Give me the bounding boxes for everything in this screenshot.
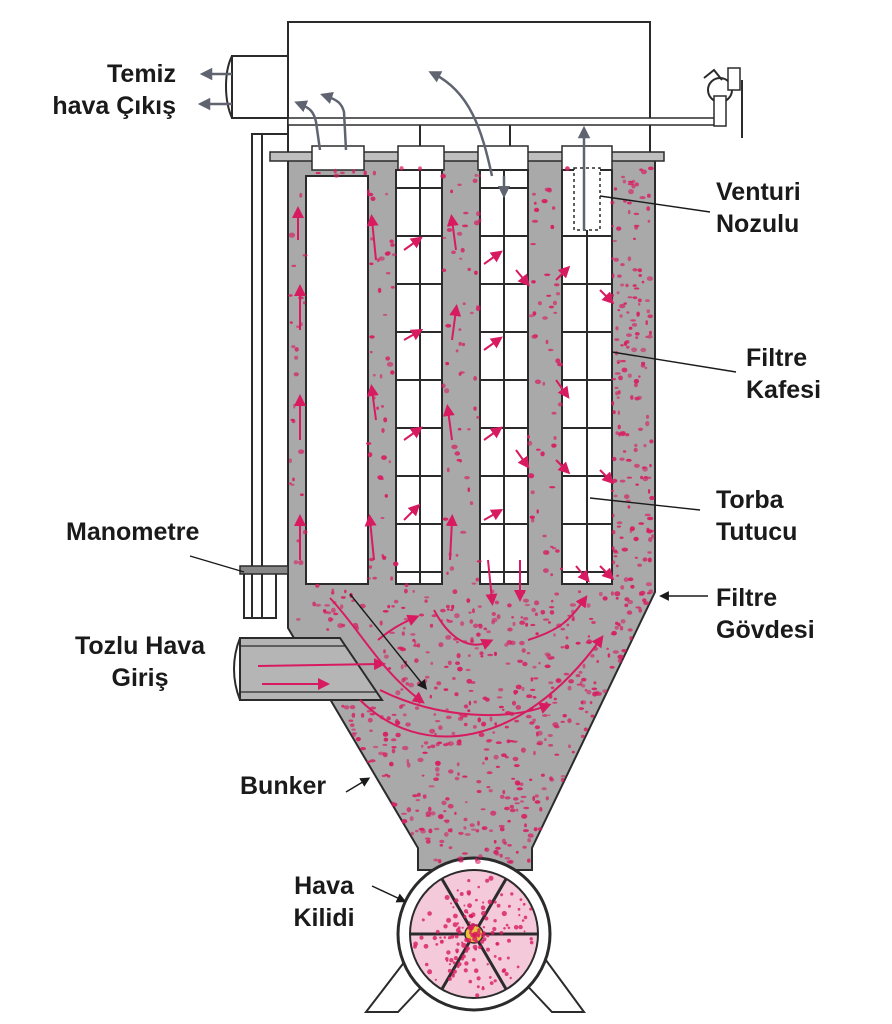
label-airlock: Hava Kilidi bbox=[293, 872, 355, 932]
clean-air-plenum bbox=[287, 21, 651, 155]
label-manometer: Manometre bbox=[66, 518, 200, 546]
label-bunker: Bunker bbox=[240, 772, 327, 800]
manometer-tubes bbox=[239, 133, 289, 619]
clean-air-outlet-duct bbox=[225, 55, 289, 119]
label-filter-body: Filtre Gövdesi bbox=[716, 584, 815, 644]
venturi-collars bbox=[311, 145, 613, 171]
filter-cage-2 bbox=[395, 169, 443, 585]
label-dusty-air-inlet: Tozlu Hava Giriş bbox=[74, 632, 206, 692]
dust-flow-arrows bbox=[257, 206, 615, 738]
label-filter-cage: Filtre Kafesi bbox=[746, 344, 822, 404]
label-venturi-nozzle: Venturi Nozulu bbox=[716, 178, 801, 238]
filter-bag-1 bbox=[305, 175, 369, 585]
filter-cage-4 bbox=[561, 167, 613, 585]
clean-air-flow-arrows bbox=[197, 67, 591, 230]
label-clean-air-outlet: Temiz hava Çıkış bbox=[52, 60, 176, 120]
label-bag-holder: Torba Tutucu bbox=[716, 486, 798, 546]
label-leader-lines bbox=[189, 195, 737, 903]
filter-cage-3 bbox=[479, 169, 529, 585]
tube-sheet bbox=[269, 151, 665, 162]
pulse-valve bbox=[703, 67, 743, 138]
